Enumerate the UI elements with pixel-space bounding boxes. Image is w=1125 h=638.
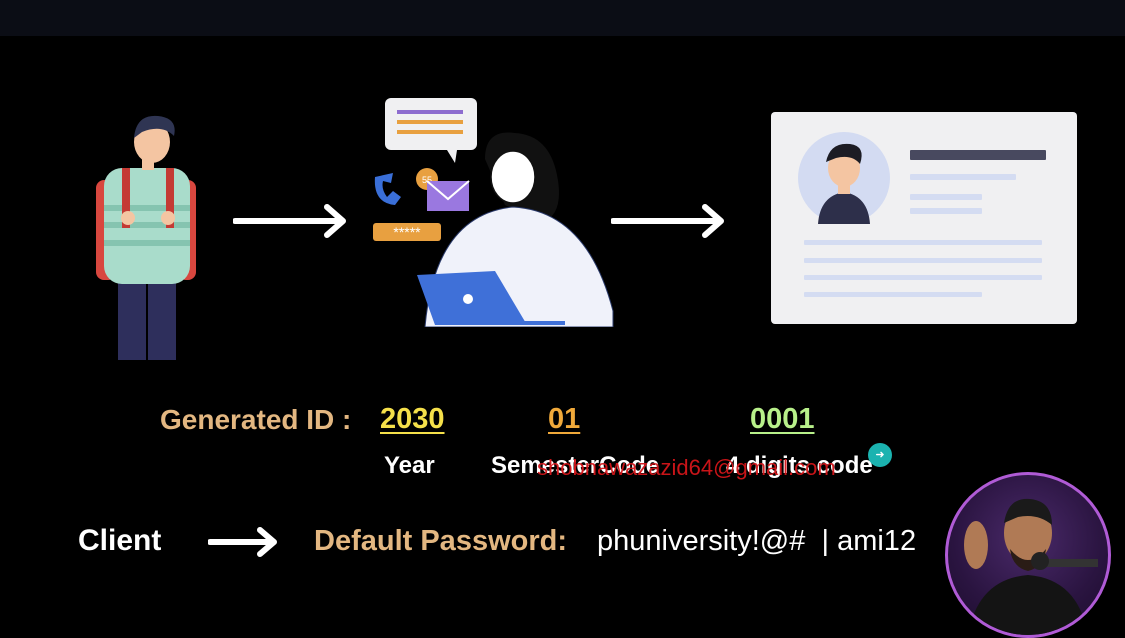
year-value: 2030 <box>380 403 445 435</box>
default-password-label: Default Password: <box>314 525 567 557</box>
client-label: Client <box>78 524 162 557</box>
info-line <box>910 194 982 200</box>
detail-line <box>804 258 1042 263</box>
avatar <box>798 132 890 224</box>
arrow-right-icon <box>233 204 346 238</box>
detail-line <box>804 292 982 297</box>
digits-value: 0001 <box>750 403 815 435</box>
name-bar <box>910 150 1046 160</box>
semester-value: 01 <box>548 403 581 435</box>
svg-text:*****: ***** <box>393 224 421 240</box>
svg-text:55: 55 <box>422 175 432 185</box>
presenter-webcam <box>945 472 1111 638</box>
default-password-value: phuniversity!@# | ami12 <box>597 525 916 558</box>
student-illustration <box>96 115 196 360</box>
arrow-right-icon <box>611 204 724 238</box>
password-tail: 2 <box>899 525 917 557</box>
profile-card <box>771 112 1077 324</box>
cursor-pointer-icon: ➜ <box>868 443 892 467</box>
arrow-right-icon <box>208 527 277 557</box>
detail-line <box>804 240 1042 245</box>
generated-id-label: Generated ID : <box>160 404 352 435</box>
password-text: phuniversity!@# | ami1 <box>597 525 900 557</box>
email-watermark: shobnawazazid64@gmail.com <box>537 455 836 480</box>
admin-illustration: 55 ***** <box>373 98 614 327</box>
info-line <box>910 208 982 214</box>
info-line <box>910 174 1016 180</box>
presenter-image <box>964 498 1098 635</box>
year-caption: Year <box>384 452 435 479</box>
digits-caption: 4 digits code <box>726 452 873 479</box>
top-bar <box>0 0 1125 36</box>
semester-caption: SemesterCode <box>491 452 660 479</box>
detail-line <box>804 275 1042 280</box>
